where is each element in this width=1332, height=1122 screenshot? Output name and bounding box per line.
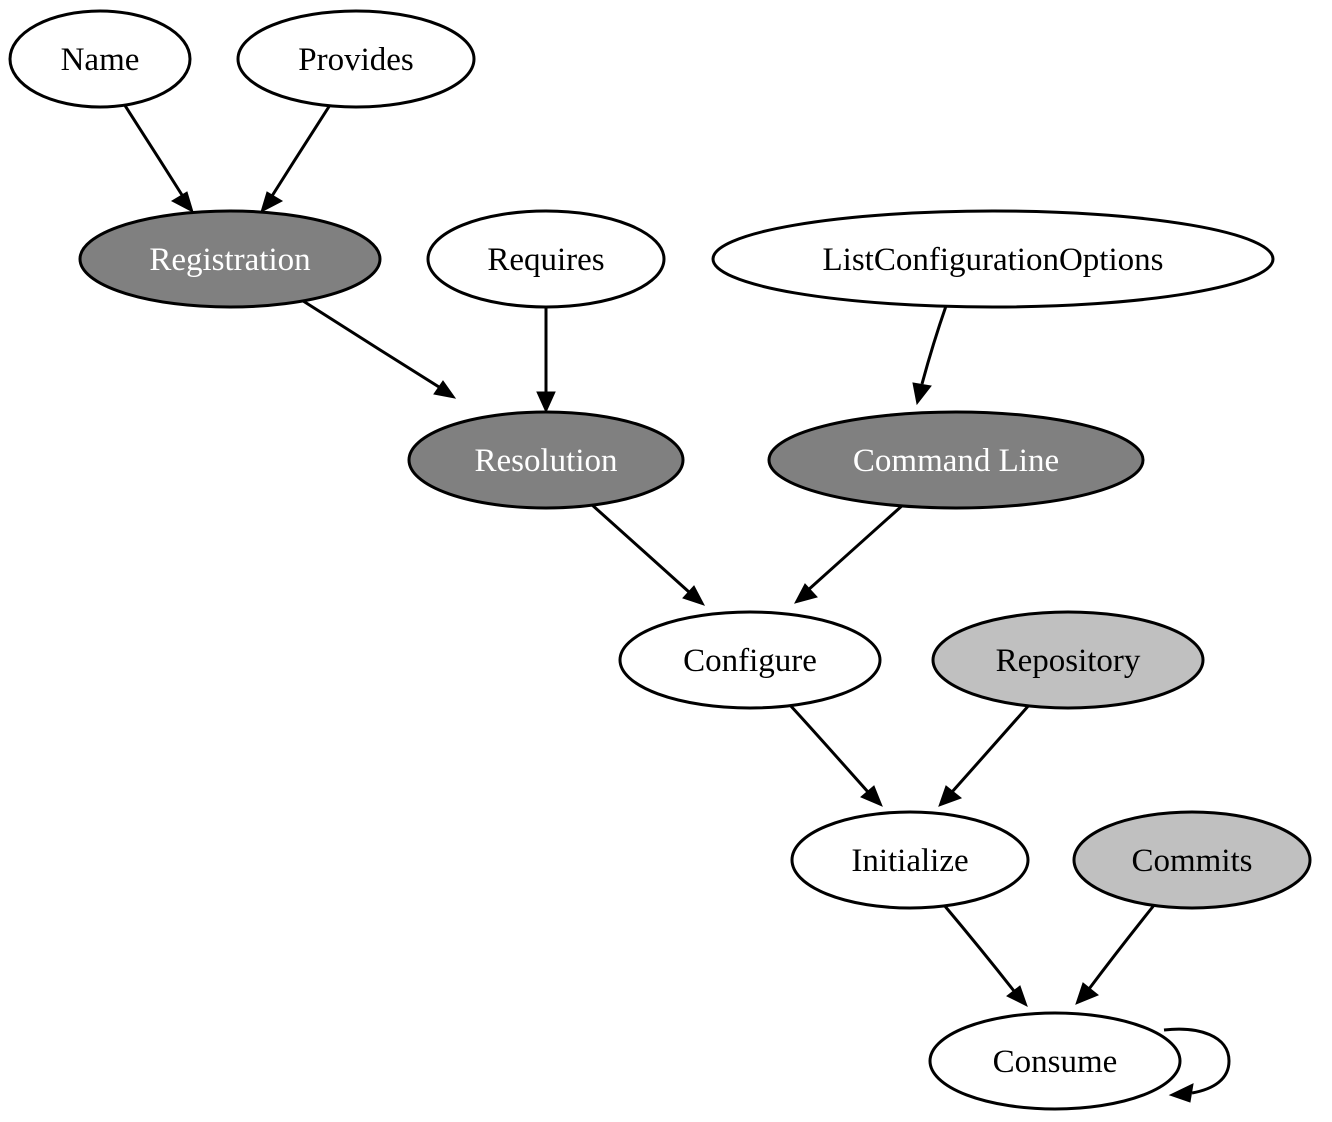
node-label-registration: Registration	[149, 242, 310, 278]
arrowhead-icon	[682, 585, 706, 606]
node-consume[interactable]: Consume	[928, 1011, 1182, 1111]
node-shape-light-gray[interactable]	[931, 610, 1205, 710]
node-registration[interactable]: Registration	[78, 209, 382, 309]
node-shape-white[interactable]	[790, 810, 1030, 910]
edge-registration-resolution	[299, 297, 457, 399]
node-requires[interactable]: Requires	[426, 209, 666, 309]
arrowhead-icon	[1006, 985, 1028, 1007]
edge-line	[805, 502, 906, 593]
node-shape-white[interactable]	[236, 9, 476, 109]
arrowhead-icon	[938, 785, 963, 807]
edge-initialize-consume	[942, 904, 1028, 1007]
node-label-resolution: Resolution	[474, 443, 617, 479]
node-listconfigurationoptions[interactable]: ListConfigurationOptions	[711, 209, 1275, 309]
node-shape-dark-gray[interactable]	[407, 410, 685, 510]
node-configure[interactable]: Configure	[618, 610, 882, 710]
edge-requires-resolution	[536, 307, 556, 414]
edge-line	[950, 703, 1032, 793]
node-shape-dark-gray[interactable]	[767, 410, 1145, 510]
edge-line	[942, 904, 1016, 992]
node-commandline[interactable]: Command Line	[767, 410, 1145, 510]
node-shape-white[interactable]	[8, 9, 192, 109]
node-label-configure: Configure	[683, 643, 817, 679]
node-label-requires: Requires	[487, 242, 604, 278]
edge-line	[787, 702, 870, 793]
node-shape-white[interactable]	[711, 209, 1275, 309]
node-label-initialize: Initialize	[851, 843, 968, 879]
arrowhead-icon	[794, 583, 818, 604]
arrowhead-icon	[1168, 1083, 1194, 1103]
arrowhead-icon	[1075, 982, 1099, 1005]
arrowhead-icon	[170, 191, 194, 213]
edge-listconfigurationoptions-commandline	[912, 305, 948, 406]
edge-commits-consume	[1075, 903, 1157, 1005]
node-label-commandline: Command Line	[853, 443, 1059, 479]
node-provides[interactable]: Provides	[236, 9, 476, 109]
node-shape-white[interactable]	[618, 610, 882, 710]
arrowhead-icon	[860, 785, 883, 807]
edge-line	[1163, 1027, 1231, 1095]
node-label-provides: Provides	[298, 42, 414, 78]
edges-layer	[122, 103, 1231, 1103]
edge-provides-registration	[260, 104, 332, 213]
edge-resolution-configure	[589, 502, 706, 606]
node-label-repository: Repository	[996, 643, 1141, 679]
node-label-commits: Commits	[1131, 843, 1252, 879]
node-shape-white[interactable]	[426, 209, 666, 309]
edge-line	[299, 297, 440, 389]
node-repository[interactable]: Repository	[931, 610, 1205, 710]
node-label-consume: Consume	[993, 1044, 1118, 1080]
edge-configure-initialize	[787, 702, 883, 807]
arrowhead-icon	[912, 382, 932, 406]
edge-commandline-configure	[794, 502, 906, 604]
arrowhead-icon	[260, 191, 284, 213]
node-label-name: Name	[61, 42, 140, 78]
edge-name-registration	[122, 103, 194, 213]
node-commits[interactable]: Commits	[1072, 810, 1312, 910]
node-label-listconfigurationoptions: ListConfigurationOptions	[823, 242, 1164, 278]
arrowhead-icon	[433, 380, 457, 399]
edge-consume-consume	[1163, 1027, 1231, 1103]
edge-line	[122, 103, 184, 196]
node-shape-light-gray[interactable]	[1072, 810, 1312, 910]
edge-line	[920, 305, 948, 385]
node-resolution[interactable]: Resolution	[407, 410, 685, 510]
node-initialize[interactable]: Initialize	[790, 810, 1030, 910]
arrowhead-icon	[536, 391, 556, 414]
edge-line	[270, 104, 332, 197]
edge-line	[589, 502, 691, 594]
edge-line	[1087, 903, 1157, 990]
node-name[interactable]: Name	[8, 9, 192, 109]
node-shape-dark-gray[interactable]	[78, 209, 382, 309]
node-shape-white[interactable]	[928, 1011, 1182, 1111]
edge-repository-initialize	[938, 703, 1032, 807]
